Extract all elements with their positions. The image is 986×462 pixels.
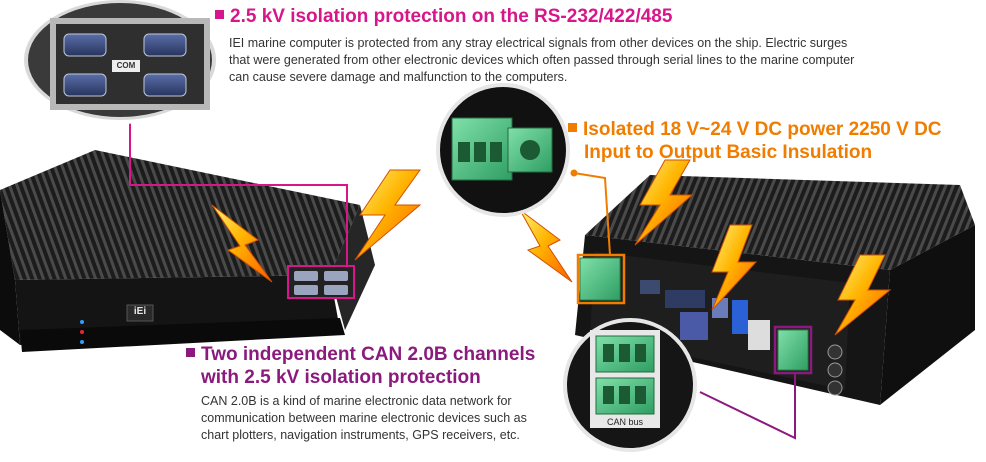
can-bus-detail: [563, 318, 697, 452]
rs232-description: IEI marine computer is protected from an…: [229, 36, 855, 84]
can-heading-line2: with 2.5 kV isolation protection: [201, 367, 481, 388]
bullet-square-icon: [186, 348, 195, 358]
lightning-bolt-icon: [711, 224, 758, 311]
lightning-bolt-icon: [519, 209, 573, 283]
lightning-bolt-icon: [834, 254, 892, 336]
rs232-heading: 2.5 kV isolation protection on the RS-23…: [215, 5, 672, 29]
power-title-line1: Isolated 18 V~24 V DC power 2250 V DC: [583, 119, 942, 140]
can-description: CAN 2.0B is a kind of marine electronic …: [201, 394, 527, 442]
terminal-block-icon: [595, 335, 655, 415]
lightning-bolt-icon: [634, 159, 694, 246]
terminal-block-icon: [451, 117, 553, 181]
brand-logo: iEi: [133, 306, 147, 317]
can-title-line1: Two independent CAN 2.0B channels: [201, 344, 536, 365]
lightning-bolt-icon: [354, 169, 422, 261]
rs232-callout-line: [129, 122, 348, 266]
lightning-bolt-icon: [211, 204, 273, 283]
power-heading-line1: Isolated 18 V~24 V DC power 2250 V DC: [568, 118, 942, 142]
bullet-square-icon: [568, 123, 577, 133]
com-label: COM: [116, 61, 136, 70]
power-terminal-detail: [436, 83, 570, 217]
rs232-title: 2.5 kV isolation protection on the RS-23…: [230, 6, 673, 27]
can-bus-label: CAN bus: [606, 417, 643, 427]
left-computer: [0, 150, 375, 352]
serial-ports-detail: [20, 0, 220, 124]
power-heading-line2: Input to Output Basic Insulation: [584, 142, 873, 163]
serial-port-icon: [63, 33, 187, 97]
can-heading-line1: Two independent CAN 2.0B channels: [186, 343, 535, 367]
power-callout-line: [573, 172, 611, 256]
can-callout-line: [699, 372, 796, 440]
bullet-square-icon: [215, 10, 224, 20]
brand-logo-plate: [126, 304, 154, 322]
